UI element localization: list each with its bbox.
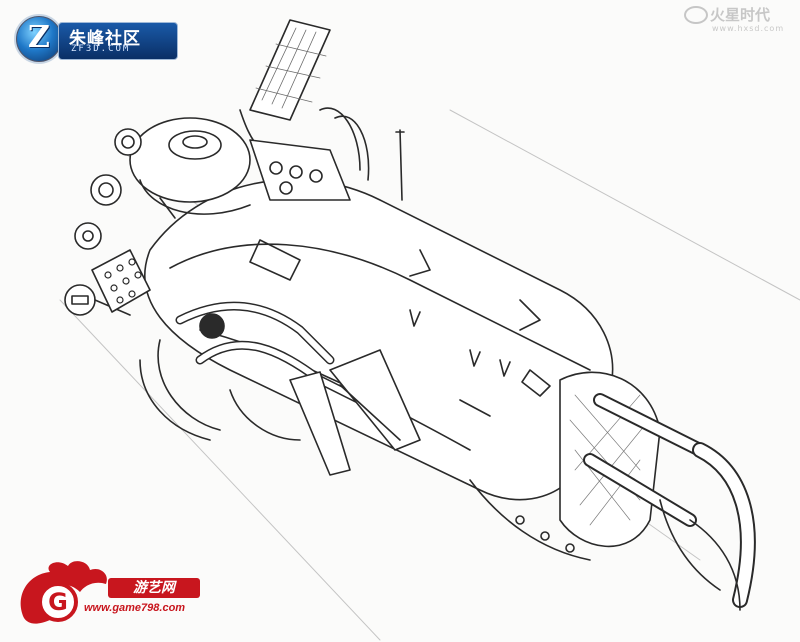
z-badge-icon: Z (14, 14, 64, 64)
game798-logo-name: 游艺网 (108, 578, 200, 598)
hxsd-mark-icon (684, 6, 708, 24)
hxsd-watermark: 火星时代 www.hxsd.com (684, 4, 796, 38)
zf3d-logo-plate: 朱峰社区 ZF3D.COM (58, 22, 178, 60)
zf3d-logo: Z 朱峰社区 ZF3D.COM (14, 14, 178, 64)
zf3d-logo-url: ZF3D.COM (71, 44, 131, 54)
game798-logo-url: www.game798.com (84, 602, 186, 614)
game798-logo: G 游艺网 www.game798.com (14, 556, 214, 636)
game798-logo-letter: G (48, 588, 68, 616)
zf3d-logo-name: 朱峰社区 (69, 29, 141, 49)
hxsd-watermark-url: www.hxsd.com (712, 24, 785, 33)
flame-g-logo-icon: G (20, 561, 107, 624)
hxsd-watermark-name: 火星时代 (710, 6, 771, 24)
z-badge-letter: Z (28, 20, 50, 55)
